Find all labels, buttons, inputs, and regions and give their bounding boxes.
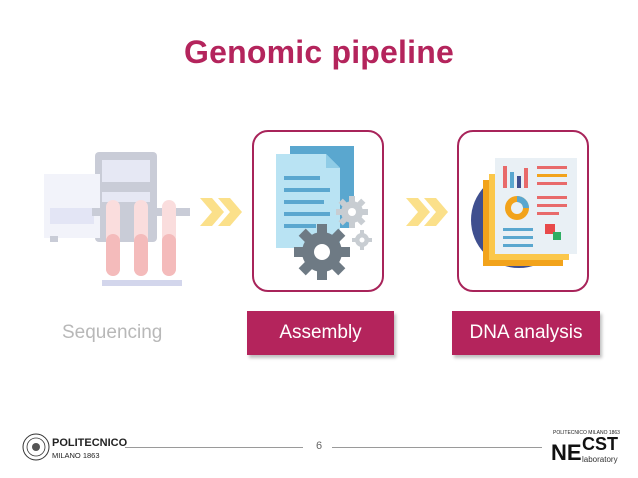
politecnico-seal-logo	[22, 433, 50, 461]
chevron-right-double-icon	[200, 198, 242, 226]
lab-logo-subtitle: laboratory	[582, 455, 618, 464]
chevron-right-double-icon	[406, 198, 448, 226]
footer-divider-right	[332, 447, 542, 448]
step-label-dna-analysis: DNA analysis	[452, 311, 600, 355]
lab-logo-cst: CST	[582, 434, 618, 454]
slide-title: Genomic pipeline	[184, 34, 454, 70]
report-charts-icon	[471, 158, 577, 268]
page-number: 6	[315, 440, 323, 452]
step-label-assembly: Assembly	[247, 311, 394, 355]
documents-gears-icon	[276, 146, 372, 280]
dna-analysis-icon-frame	[457, 130, 589, 292]
university-name: POLITECNICO	[52, 437, 128, 449]
assembly-icon-frame	[252, 130, 384, 292]
sequencer-machine-icon	[44, 152, 190, 286]
step-label-sequencing: Sequencing	[62, 322, 163, 343]
university-subtitle: MILANO 1863	[52, 451, 100, 460]
lab-logo-ne: NE	[551, 440, 582, 465]
lab-affiliation: POLITECNICO MILANO 1863	[553, 430, 620, 436]
footer-divider-left	[125, 447, 303, 448]
